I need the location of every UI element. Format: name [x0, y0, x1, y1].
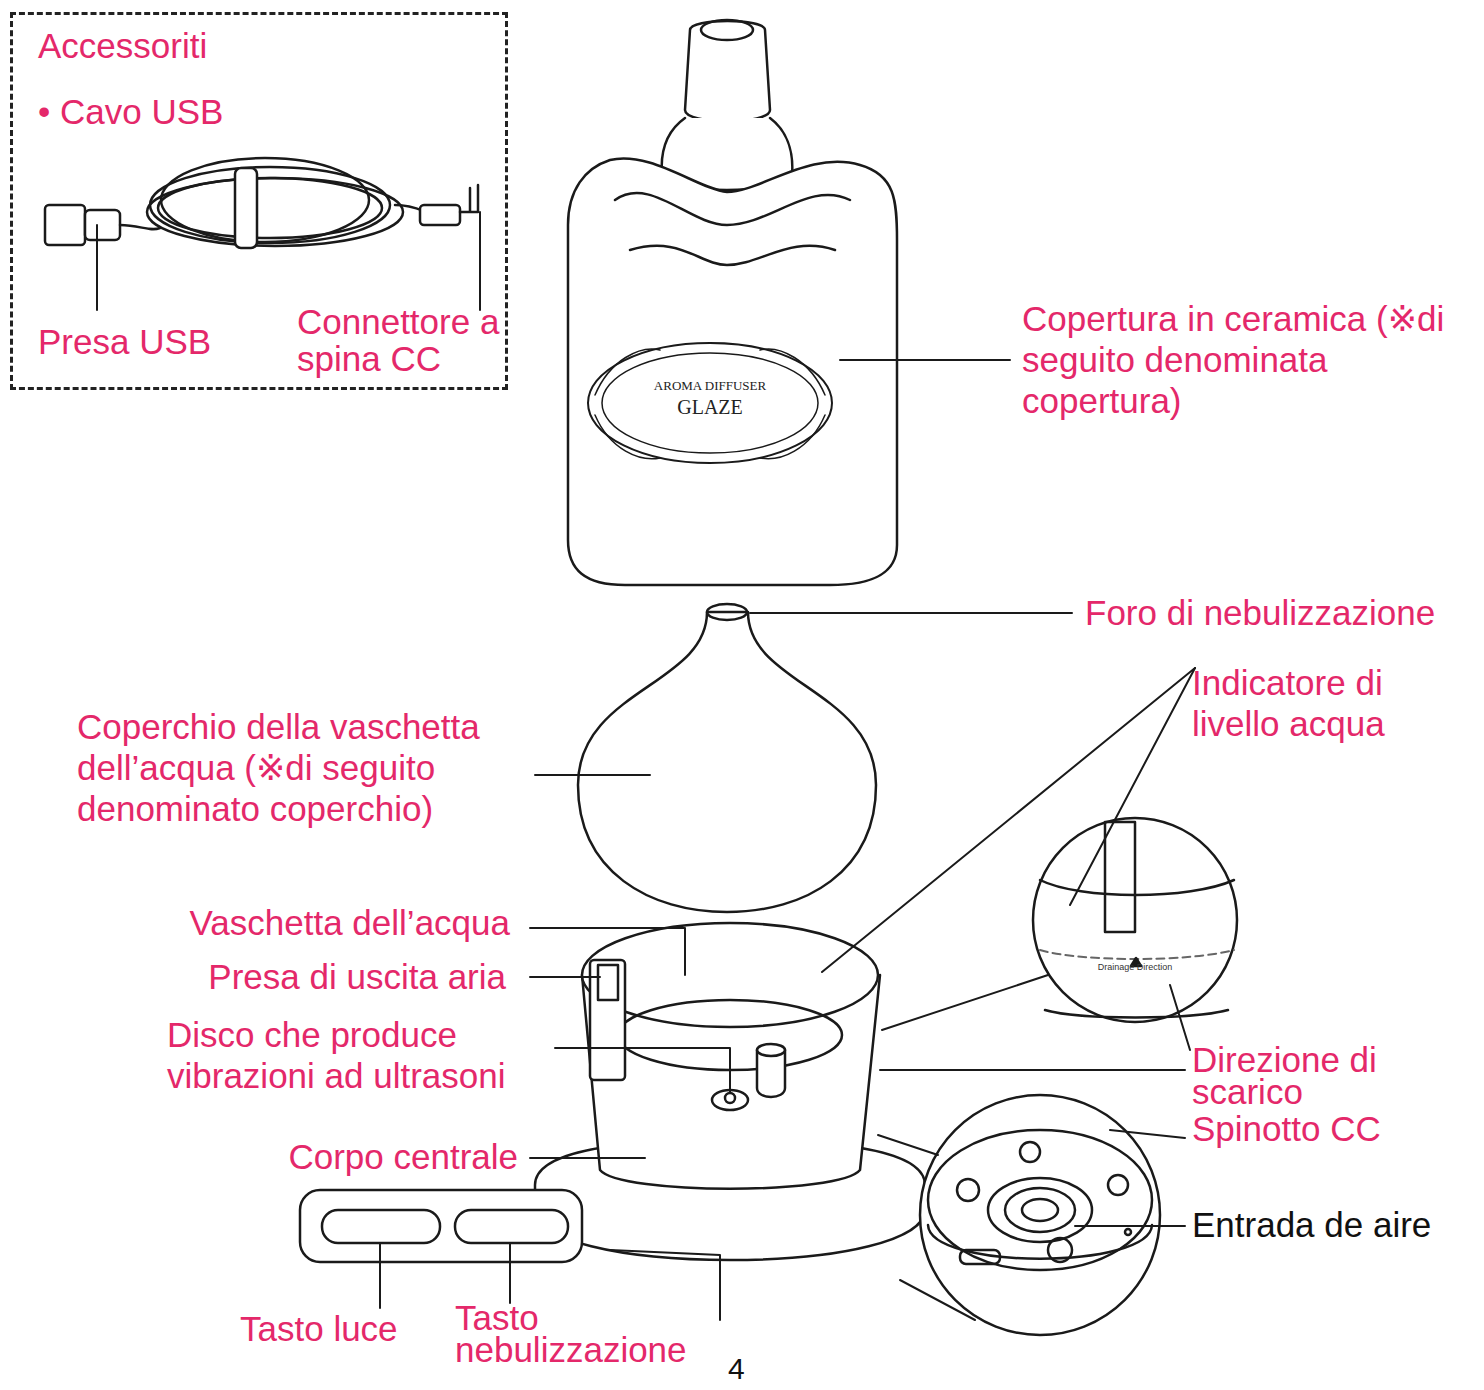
part-name: Presa USB: [38, 321, 258, 362]
part-name: Tasto nebulizzazione: [455, 1302, 720, 1366]
part-name: Vaschetta dell’acqua: [140, 902, 510, 943]
part-name: Foro di nebulizzazione: [1085, 592, 1484, 633]
leader-lines: [530, 360, 1010, 1158]
part-name: Entrada de aire: [1192, 1204, 1482, 1245]
accessory-box: Accessoriti • Cavo USB Presa USB Connettore…: [10, 12, 508, 390]
part-name: Coperchio della vaschetta dell’acqua (※d…: [77, 706, 545, 829]
water-level-inset: [822, 668, 1237, 1070]
accessory-name: • Cavo USB: [38, 91, 338, 132]
main-body: [535, 923, 925, 1320]
base-inset: [878, 1095, 1185, 1335]
marking-text: Drainage Direction: [1075, 962, 1195, 973]
part-name: Direzione di scarico: [1192, 1044, 1432, 1108]
page-number: 4: [728, 1348, 768, 1389]
button-panel: [300, 1190, 582, 1308]
tank-lid: [578, 604, 1072, 912]
part-name: Indicatore di livello acqua: [1192, 662, 1452, 744]
brand-text: GLAZE: [600, 395, 820, 419]
group-heading: Accessoriti: [38, 25, 338, 66]
part-name: Copertura in ceramica (※di seguito denom…: [1022, 298, 1470, 421]
part-name: Tasto luce: [240, 1308, 440, 1349]
part-name: Spinotto CC: [1192, 1108, 1472, 1149]
brand-text: AROMA DIFFUSER: [600, 378, 820, 394]
part-name: Corpo centrale: [200, 1136, 518, 1177]
part-name: Disco che produce vibrazioni ad ultrason…: [167, 1014, 567, 1096]
part-name: Connettore a spina CC: [297, 303, 502, 377]
part-name: Presa di uscita aria: [140, 956, 506, 997]
usb-cable: [45, 158, 480, 310]
ceramic-cover: [568, 20, 897, 585]
